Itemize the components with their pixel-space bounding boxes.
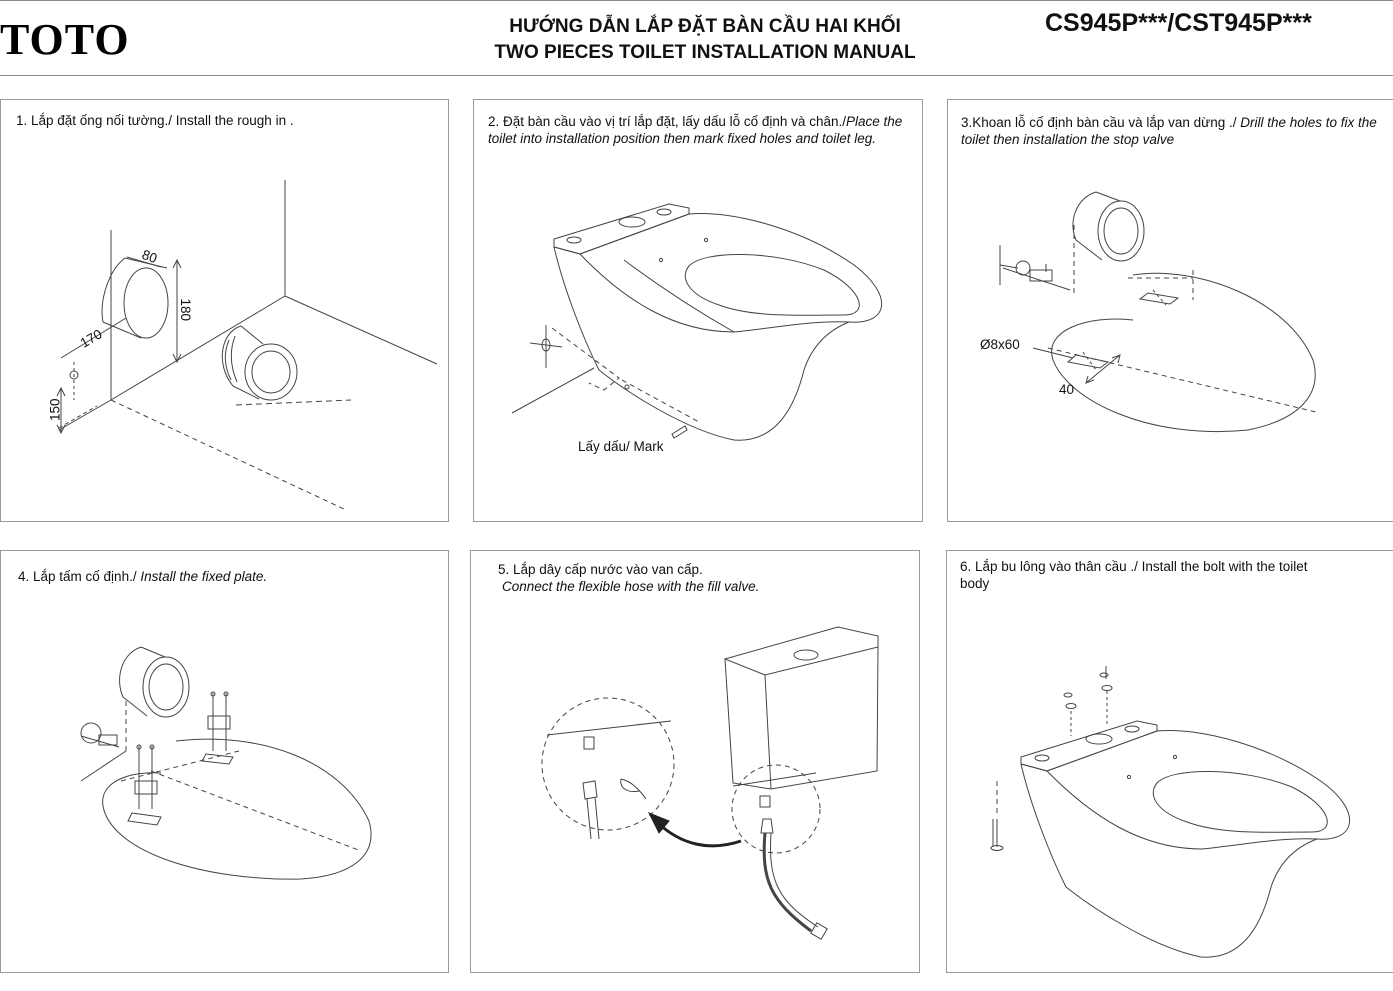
manual-title-vi: HƯỚNG DẪN LẮP ĐẶT BÀN CẦU HAI KHỐI (509, 16, 901, 37)
step-1-panel: 1. Lắp đặt ống nối tường./ Install the r… (0, 99, 449, 522)
dim-40: 40 (1059, 382, 1075, 397)
step-4-panel: 4. Lắp tấm cố định./ Install the fixed p… (0, 550, 449, 973)
fixed-plate-illustration (1, 551, 449, 973)
step-6-panel: 6. Lắp bu lông vào thân cầu ./ Install t… (946, 550, 1393, 973)
toto-logo: TOTO (0, 15, 130, 64)
mark-label: Lấy dấu/ Mark (578, 439, 664, 454)
step-5-panel: 5. Lắp dây cấp nước vào van cấp. Connect… (470, 550, 920, 973)
bolt-installation-illustration (947, 551, 1393, 973)
step-2-caption: 2. Đặt bàn cầu vào vị trí lắp đặt, lấy d… (488, 114, 903, 146)
step-5-caption: 5. Lắp dây cấp nước vào van cấp. Connect… (498, 562, 760, 594)
hole-size-label: Ø8x60 (980, 337, 1020, 352)
step-4-caption: 4. Lắp tấm cố định./ Install the fixed p… (18, 569, 268, 584)
step-1-caption: 1. Lắp đặt ống nối tường./ Install the r… (16, 113, 294, 128)
header-bottom-rule (0, 75, 1393, 76)
drill-holes-illustration (948, 100, 1393, 522)
manual-title-en: TWO PIECES TOILET INSTALLATION MANUAL (494, 42, 916, 63)
header-top-rule (0, 0, 1393, 1)
model-number: CS945P***/CST945P*** (1045, 9, 1312, 37)
step-2-panel: 2. Đặt bàn cầu vào vị trí lắp đặt, lấy d… (473, 99, 923, 522)
hose-connection-illustration (471, 551, 920, 973)
dim-150: 150 (47, 398, 63, 422)
rough-in-illustration (1, 100, 449, 522)
step-6-caption: 6. Lắp bu lông vào thân cầu ./ Install t… (960, 559, 1308, 591)
toilet-placement-illustration (474, 100, 923, 522)
step-3-panel: 3.Khoan lỗ cố định bàn cầu và lắp van dừ… (947, 99, 1393, 522)
step-3-caption: 3.Khoan lỗ cố định bàn cầu và lắp van dừ… (961, 115, 1377, 147)
dim-180: 180 (178, 298, 194, 322)
